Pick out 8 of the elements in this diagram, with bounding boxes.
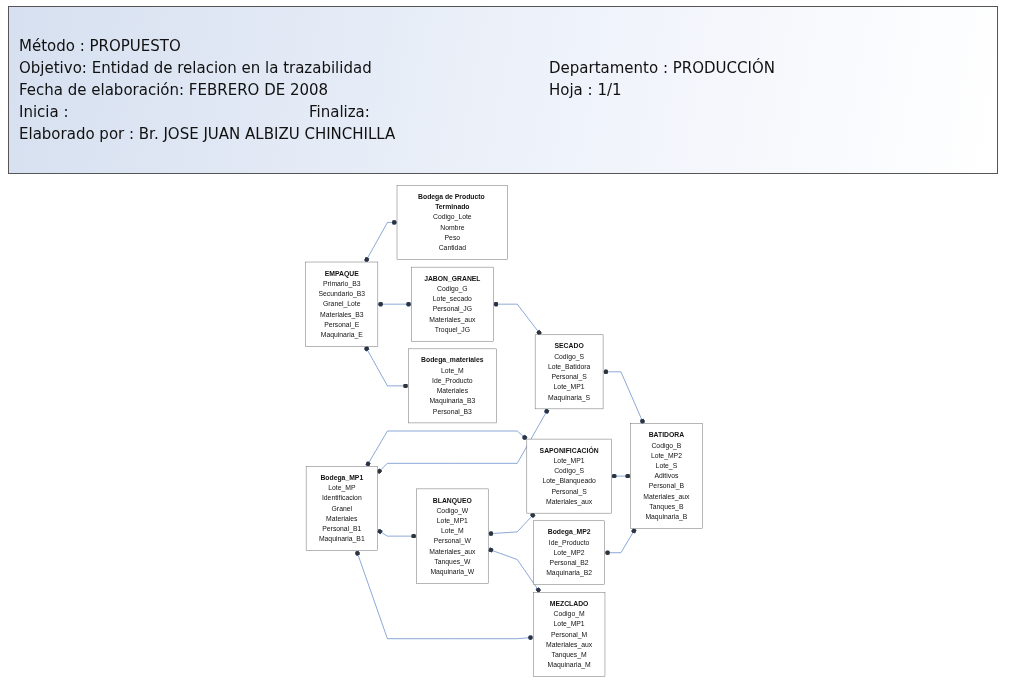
header-text: Método : PROPUESTO	[19, 37, 181, 55]
header-text: Hoja : 1/1	[549, 81, 622, 99]
header-text: Finaliza:	[309, 103, 370, 121]
header-text: Departamento : PRODUCCIÓN	[549, 59, 775, 77]
header-text: Objetivo: Entidad de relacion en la trazabilidad	[19, 59, 372, 77]
header-text: Elaborado por : Br. JOSE JUAN ALBIZU CHINCHILLA	[19, 125, 396, 143]
header-text: Inicia :	[19, 103, 69, 121]
header-text: Fecha de elaboración: FEBRERO DE 2008	[19, 81, 329, 99]
